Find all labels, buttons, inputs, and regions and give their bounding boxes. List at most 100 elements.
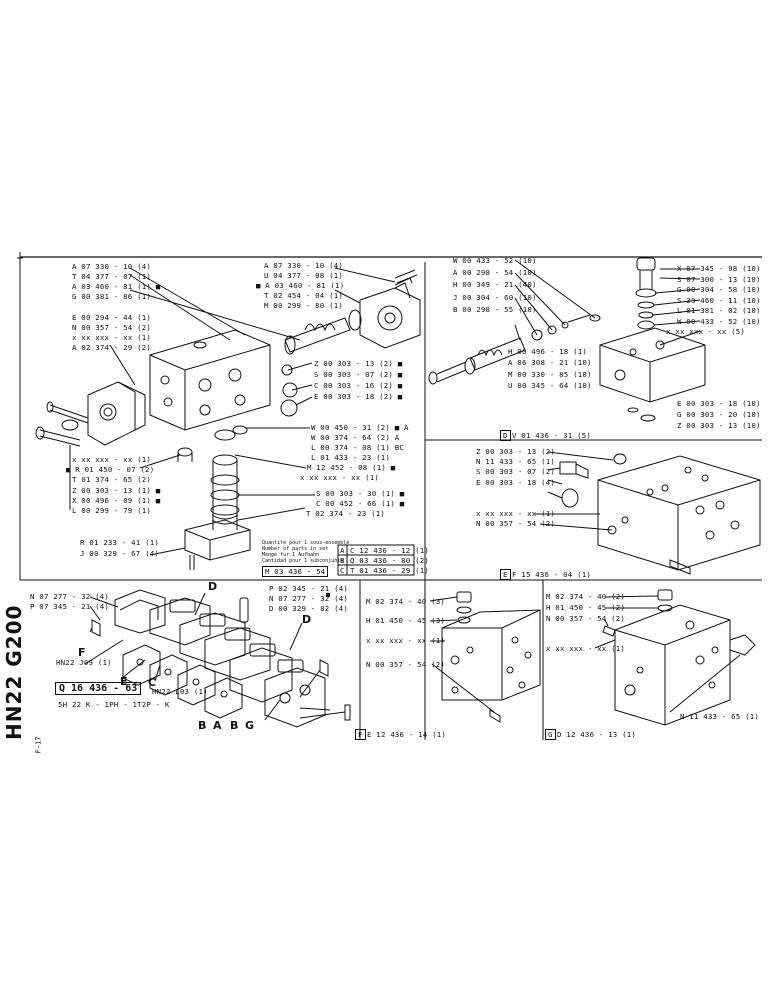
legend-letter-a: A	[340, 546, 345, 555]
panel-e-callout-6: N 00 357 - 54 (2)	[476, 519, 556, 528]
panel-g-callout-1: M 02 374 - 40 (2)	[546, 592, 626, 601]
callout-main-right-1: A 07 330 - 10 (4)	[264, 261, 344, 270]
callout-main-lr-6: x xx xxx - xx (1)	[300, 473, 380, 482]
callout-main-top-6: N 00 357 - 54 (2)	[72, 323, 152, 332]
legend-letter-b: B	[340, 556, 345, 565]
panel-f-caption-letter: F	[355, 729, 366, 740]
bank-letter-d2: D	[302, 613, 312, 626]
panel-f-callout-1: M 02 374 - 40 (3)	[366, 597, 446, 606]
panel-f-callout-4: N 00 357 - 54 (2)	[366, 660, 446, 669]
bank-right-1: P 02 345 - 21 (4)	[269, 584, 349, 593]
panel-d-right-7: x xx xxx - xx (5)	[666, 327, 746, 336]
panel-g-caption-letter: G	[545, 729, 556, 740]
panel-f-callout-2: H 01 450 - 45 (3)	[366, 616, 446, 625]
callout-main-left-2: ■ R 01 450 - 07 (2)	[66, 465, 155, 474]
panel-d-left-5: B 00 298 - 55 (10)	[453, 305, 537, 314]
bank-letter-c: C	[148, 676, 157, 689]
panel-f-caption: E 12 436 - 14 (1)	[367, 730, 447, 739]
legend-note-3: Menge fur 1 Aufbahn	[262, 552, 320, 558]
bank-letter-f: F	[78, 646, 86, 659]
bank-letter-a: A	[213, 719, 222, 732]
panel-g-caption: D 12 436 - 13 (1)	[557, 730, 637, 739]
callout-main-left-5: X 00 496 - 09 (1) ■	[72, 496, 161, 505]
callout-main-lr-7: S 00 303 - 30 (1) ■	[316, 489, 405, 498]
panel-d-right-4: S 39 460 - 11 (10)	[677, 296, 761, 305]
legend-note-2: Number of parts in set	[262, 546, 329, 552]
bank-letter-b2: B	[230, 719, 239, 732]
panel-d-right-3: G 00 304 - 58 (10)	[677, 285, 761, 294]
panel-d-bottom-2: A 06 308 - 21 (10)	[508, 358, 592, 367]
panel-e-caption: F 15 436 - 04 (1)	[512, 570, 592, 579]
callout-main-lr-3: L 00 374 - 08 (1) BC	[311, 443, 404, 452]
panel-e-callout-1: Z 00 303 - 13 (2)	[476, 447, 556, 456]
bank-letter-e: E	[120, 675, 128, 688]
panel-d-rb-1: E 00 303 - 18 (10)	[677, 399, 761, 408]
legend-note-4: Cantidad pour 1 subconjunto	[262, 558, 344, 564]
bank-letter-b1: B	[198, 719, 207, 732]
bank-tag-l03: HN22 L03 (1)	[152, 687, 208, 696]
panel-d-right-5: L 01 381 - 02 (10)	[677, 306, 761, 315]
bank-tag-j09: HN22 J09 (1)	[56, 658, 112, 667]
panel-e-caption-letter: E	[500, 569, 511, 580]
panel-d-rb-3: Z 00 303 - 13 (10)	[677, 421, 761, 430]
sheet-code: HN22 G200	[2, 604, 26, 740]
callout-main-bottom-1: R 01 233 - 41 (1)	[80, 538, 160, 547]
side-mark: F-17	[34, 736, 43, 754]
callout-main-lr-1: W 00 450 - 31 (2) ■ A	[311, 423, 409, 432]
callout-main-top-8: A 02 374 - 29 (2)	[72, 343, 152, 352]
panel-d-right-6: W 00 433 - 52 (10)	[677, 317, 761, 326]
callout-main-left-1: x xx xxx - xx (1)	[72, 455, 152, 464]
callout-main-top-7: x xx xxx - xx (1)	[72, 333, 152, 342]
callout-main-right-4: T 02 454 - 04 (1)	[264, 291, 344, 300]
legend-extra: M 03 436 - 54	[262, 566, 329, 577]
panel-d-bottom-3: M 00 330 - 85 (10)	[508, 370, 592, 379]
panel-g-callout-3: N 00 357 - 54 (2)	[546, 614, 626, 623]
callout-main-top-4: G 00 381 - 86 (1)	[72, 292, 152, 301]
callout-main-top-1: A 07 330 - 10 (4)	[72, 262, 152, 271]
callout-main-mid-1: Z 00 303 - 13 (2) ■	[314, 359, 403, 368]
bank-letter-d1: D	[208, 580, 218, 593]
callout-main-bottom-2: J 00 329 - 67 (4)	[80, 549, 160, 558]
sheet-code-vertical: HN22 G200	[2, 570, 26, 740]
panel-f-callout-3: x xx xxx - xx (1)	[366, 636, 446, 645]
callout-main-lr-4: L 01 433 - 23 (1)	[311, 453, 391, 462]
bank-right-3: D 00 329 - 82 (4)	[269, 604, 349, 613]
bank-ref-box: Q 16 436 - 63	[55, 682, 142, 695]
bank-ref-sub: 5H 22 K - 1PH - 1T2P - K	[58, 700, 170, 709]
callout-main-lr-5: M 12 452 - 08 (1) ■	[307, 463, 396, 472]
bank-left-1: N 07 277 - 32 (4)	[30, 592, 110, 601]
bank-left-2: P 07 345 - 21 (4)	[30, 602, 110, 611]
callout-main-top-2: T 04 377 - 07 (1)	[72, 272, 152, 281]
panel-e-callout-3: S 00 303 - 07 (2)	[476, 467, 556, 476]
callout-main-mid-3: C 00 303 - 16 (2) ■	[314, 381, 403, 390]
panel-d-rb-2: G 00 303 - 20 (10)	[677, 410, 761, 419]
callout-main-right-3: ■ A 03 460 - 81 (1)	[256, 281, 345, 290]
panel-d-left-1: W 00 433 - 52 (10)	[453, 256, 537, 265]
legend-ref-b: Q 03 436 - 80 (2)	[350, 556, 430, 565]
panel-e-callout-5: x xx xxx - xx (1)	[476, 509, 556, 518]
panel-e-callout-2: N 11 433 - 65 (1)	[476, 457, 556, 466]
callout-main-lr-9: T 02 374 - 23 (1)	[306, 509, 386, 518]
callout-main-top-3: A 03 460 - 81 (1) ■	[72, 282, 161, 291]
callout-main-left-3: T 01 374 - 65 (2)	[72, 475, 152, 484]
legend-note-1: Quantité pour 1 sous-ensemble	[262, 540, 350, 546]
callout-main-left-4: Z 00 303 - 13 (1) ■	[72, 486, 161, 495]
panel-d-right-2: S 07 300 - 13 (10)	[677, 275, 761, 284]
callout-main-lr-8: C 00 452 - 66 (1) ■	[316, 499, 405, 508]
panel-g-callout-5: N 11 433 - 65 (1)	[680, 712, 760, 721]
callout-main-mid-4: E 00 303 - 18 (2) ■	[314, 392, 403, 401]
legend-letter-c: C	[340, 566, 345, 575]
panel-d-left-3: H 00 349 - 21 (40)	[453, 280, 537, 289]
panel-d-left-4: J 00 304 - 60 (10)	[453, 293, 537, 302]
panel-d-right-1: X 07 345 - 98 (10)	[677, 264, 761, 273]
callout-main-right-2: U 04 377 - 08 (1)	[264, 271, 344, 280]
callout-main-mid-2: S 00 303 - 07 (2) ■	[314, 370, 403, 379]
callout-main-left-6: L 00 299 - 79 (1)	[72, 506, 152, 515]
panel-d-bottom-4: U 00 345 - 64 (10)	[508, 381, 592, 390]
panel-d-caption-letter: D	[500, 430, 511, 441]
panel-e-callout-4: E 00 303 - 18 (4)	[476, 478, 556, 487]
callout-main-lr-2: W 00 374 - 64 (2) A	[311, 433, 400, 442]
panel-g-callout-2: H 01 450 - 45 (2)	[546, 603, 626, 612]
